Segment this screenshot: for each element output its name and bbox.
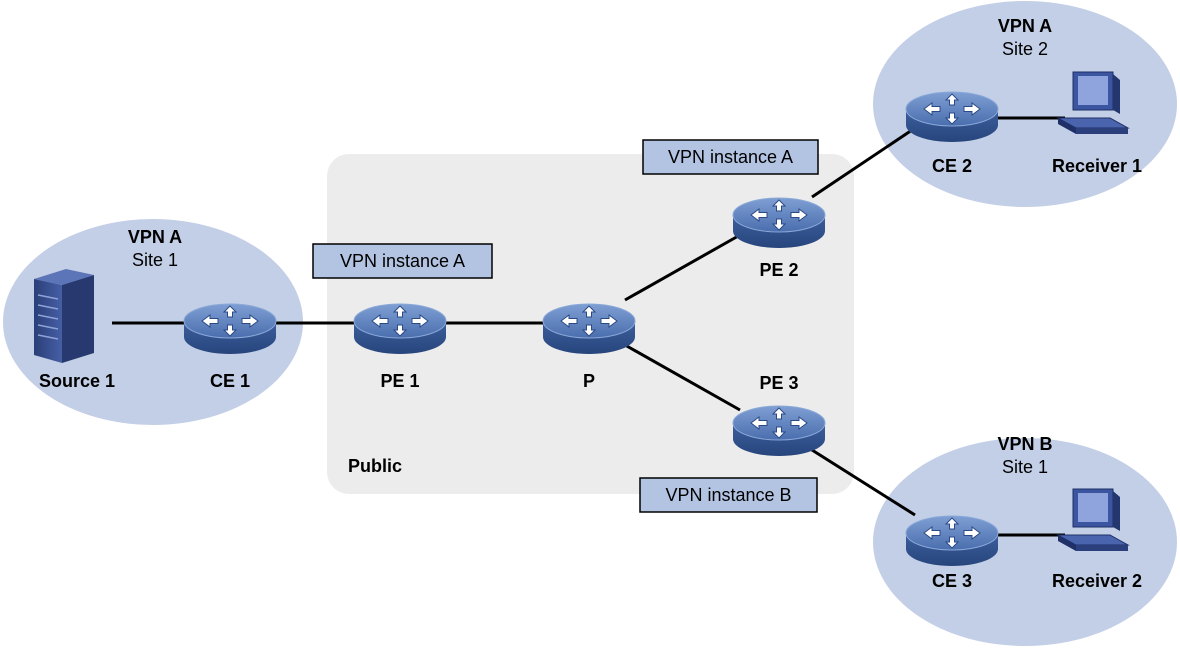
site-vpn-a-2-site: Site 2	[1002, 39, 1048, 59]
instance-label-pe3: VPN instance B	[665, 485, 791, 505]
link-pe2-ce2	[811, 126, 916, 199]
site-vpn-a-2-name: VPN A	[998, 16, 1052, 36]
link-p-pe2	[624, 233, 741, 302]
router-icon	[732, 405, 826, 457]
router-icon	[905, 515, 999, 567]
link-p-pe3	[624, 343, 741, 412]
device-label-ce1: CE 1	[210, 371, 250, 391]
router-icon	[905, 91, 999, 143]
device-label-receiver2: Receiver 2	[1052, 571, 1142, 591]
device-label-source1: Source 1	[39, 371, 115, 391]
router-icon	[542, 303, 636, 355]
site-vpn-a-1-site: Site 1	[132, 250, 178, 270]
instance-box-pe2: VPN instance A	[642, 139, 819, 175]
device-label-ce2: CE 2	[932, 156, 972, 176]
link-pe3-ce3	[811, 448, 916, 517]
site-vpn-b-1-name: VPN B	[997, 434, 1052, 454]
router-icon	[353, 303, 447, 355]
device-label-pe3: PE 3	[759, 373, 798, 393]
server-icon	[33, 268, 95, 364]
instance-label-pe2: VPN instance A	[668, 147, 793, 167]
site-vpn-a-2-area	[873, 1, 1177, 207]
device-label-ce3: CE 3	[932, 571, 972, 591]
site-vpn-b-1-site: Site 1	[1002, 457, 1048, 477]
public-label: Public	[348, 456, 402, 476]
device-label-p: P	[583, 371, 595, 391]
site-vpn-a-1-name: VPN A	[128, 227, 182, 247]
instance-label-pe1: VPN instance A	[340, 251, 465, 271]
device-label-pe2: PE 2	[759, 260, 798, 280]
instance-box-pe3: VPN instance B	[639, 477, 818, 513]
router-icon	[183, 303, 277, 355]
router-icon	[732, 197, 826, 249]
device-label-pe1: PE 1	[380, 371, 419, 391]
device-label-receiver1: Receiver 1	[1052, 156, 1142, 176]
instance-box-pe1: VPN instance A	[312, 243, 493, 279]
